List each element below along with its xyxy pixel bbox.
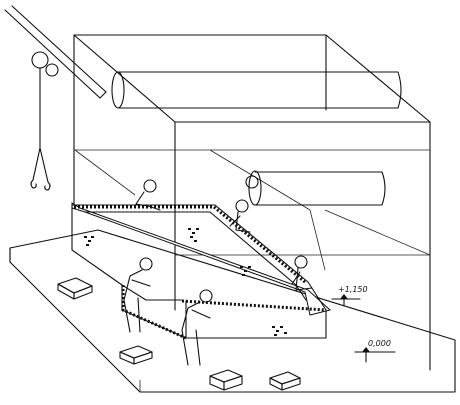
brick-pallet-1 (57, 277, 93, 300)
worker-right-2 (291, 255, 313, 291)
ground-slab (9, 229, 456, 393)
upper-pipe (111, 71, 402, 109)
worker-top-left (135, 179, 161, 211)
worker-left (123, 257, 153, 333)
worker-top-right (245, 175, 259, 189)
worker-front (181, 289, 213, 366)
level-marker-lower: 0,000 (354, 339, 396, 363)
brick-wall (71, 202, 332, 340)
brick-pallet-4 (269, 371, 301, 391)
level-marker-upper: +1,150 (331, 285, 368, 307)
brick-pallet-2 (119, 345, 153, 365)
middle-pipe (248, 170, 386, 206)
brick-pallet-3 (209, 369, 243, 391)
building-frame (73, 34, 431, 371)
worker-right-1 (229, 199, 251, 233)
crane (4, 5, 107, 191)
level-label-lower: 0,000 (368, 339, 391, 348)
level-label-upper: +1,150 (338, 285, 368, 294)
